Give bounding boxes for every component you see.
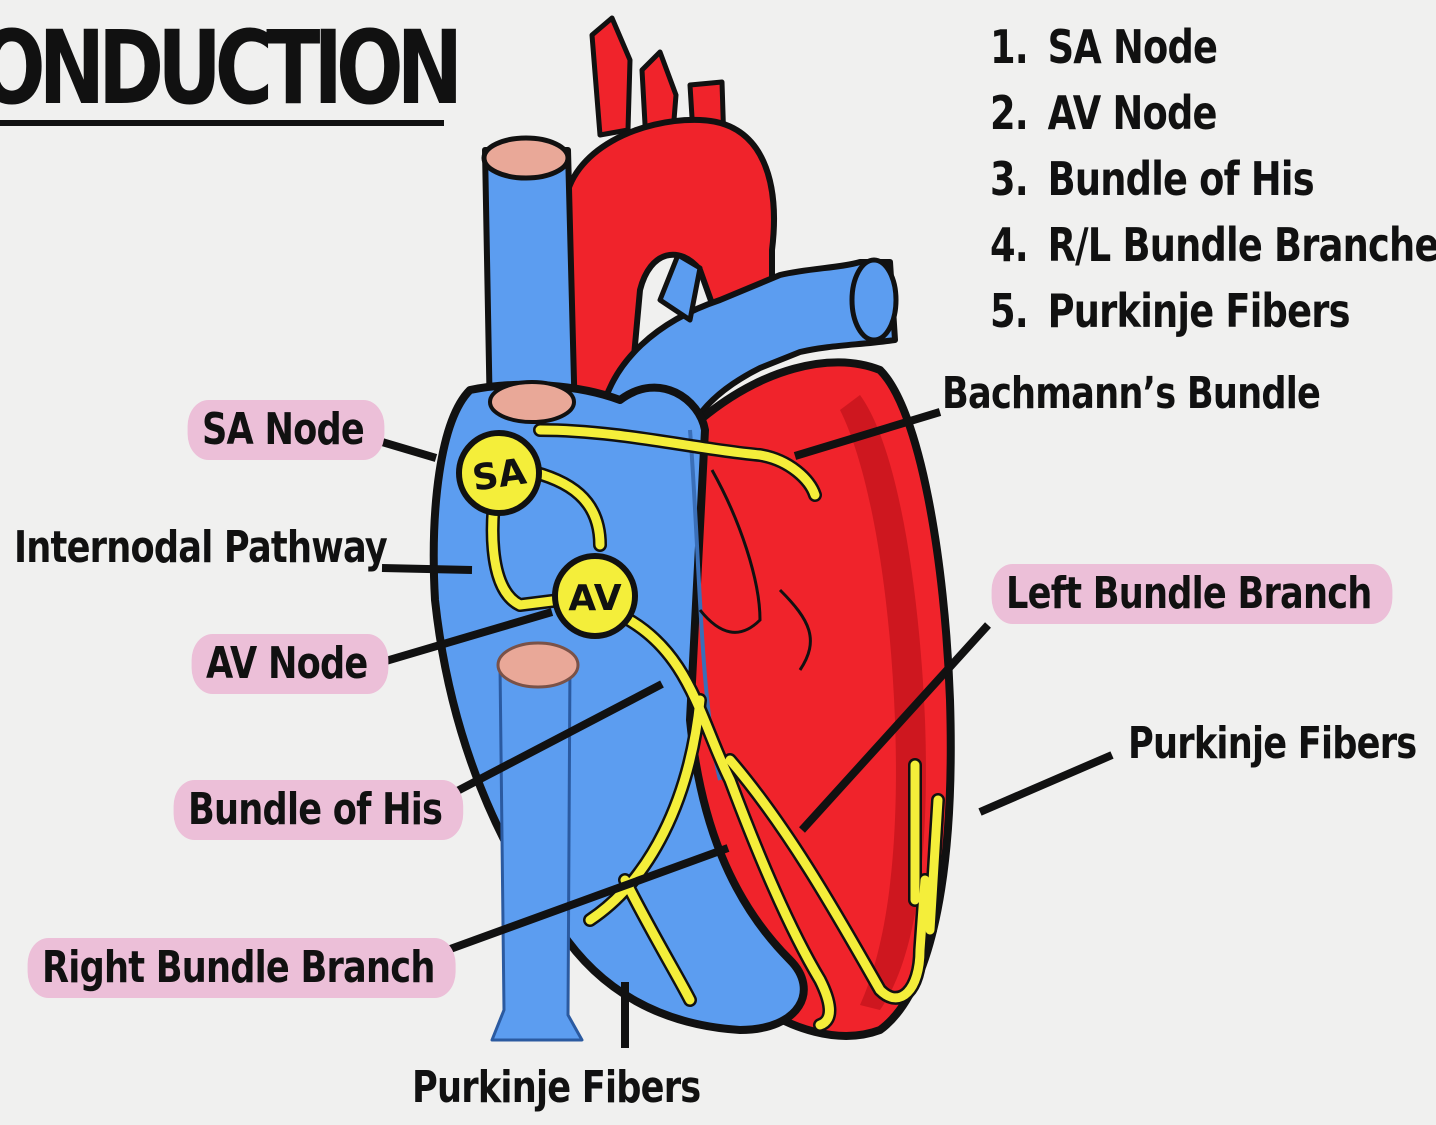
ivc-opening (496, 641, 580, 689)
conduction-steps-list: 1. SA Node 2. AV Node 3. Bundle of His 4. R/… (990, 14, 1436, 344)
step-label: R/L Bundle Branches (1047, 218, 1436, 272)
chordae-outline (778, 588, 812, 671)
internodal-leader (381, 564, 473, 574)
label-text: Bachmann’s Bundle (942, 368, 1321, 419)
label-text: Left Bundle Branch (1006, 568, 1372, 619)
purkinje-fiber-3 (620, 875, 695, 1005)
step-number: 5. (990, 284, 1029, 338)
av-node-text: AV (568, 578, 621, 619)
step-item: 4. R/L Bundle Branches (990, 212, 1436, 278)
step-item: 5. Purkinje Fibers (990, 278, 1436, 344)
label-text: AV Node (206, 638, 368, 689)
step-number: 4. (990, 218, 1029, 272)
label-text: Right Bundle Branch (42, 942, 435, 993)
mitral-valve-outline (698, 469, 762, 634)
step-item: 1. SA Node (990, 14, 1436, 80)
right-purkinje-path (585, 695, 705, 925)
av-node-marker: AV (552, 553, 638, 639)
left-bundle-leader (799, 622, 991, 833)
sa-node-text: SA (470, 451, 529, 499)
label-purkinje-fibers-bottom: Purkinje Fibers (412, 1066, 701, 1110)
bachmann-leader (793, 408, 942, 460)
label-text: Purkinje Fibers (412, 1062, 701, 1113)
step-number: 1. (990, 20, 1029, 74)
left-bundle-branch-path (725, 755, 930, 1003)
svc-lower-opening (488, 380, 576, 424)
label-text: Purkinje Fibers (1128, 718, 1417, 769)
bachmanns-bundle-path (535, 425, 820, 500)
right-bundle-leader (418, 844, 730, 964)
label-av-node: AV Node (191, 634, 389, 694)
left-ventricle-wall (840, 395, 926, 1010)
label-bachmanns-bundle: Bachmann’s Bundle (942, 372, 1321, 416)
step-label: Bundle of His (1047, 152, 1315, 206)
label-purkinje-fibers-right: Purkinje Fibers (1128, 722, 1417, 766)
step-item: 2. AV Node (990, 80, 1436, 146)
label-text: Bundle of His (188, 784, 443, 835)
inferior-vena-cava (490, 658, 584, 1042)
aorta (562, 116, 777, 413)
step-label: Purkinje Fibers (1047, 284, 1351, 338)
step-number: 3. (990, 152, 1029, 206)
label-text: Internodal Pathway (14, 522, 388, 573)
superior-vena-cava (482, 147, 578, 423)
label-bundle-of-his: Bundle of His (173, 780, 463, 840)
label-internodal-pathway: Internodal Pathway (14, 526, 388, 570)
page-title: ONDUCTION (0, 9, 463, 128)
right-bundle-branch-path (615, 610, 834, 1030)
bundle-his-leader (438, 680, 664, 804)
label-sa-node: SA Node (187, 400, 386, 460)
purkinje-right-leader (978, 751, 1114, 816)
step-number: 2. (990, 86, 1029, 140)
title-underline (0, 120, 444, 126)
pulmonary-opening (849, 257, 899, 343)
av-node-leader (360, 608, 554, 672)
label-right-bundle-branch: Right Bundle Branch (27, 938, 456, 998)
label-text: SA Node (202, 404, 365, 455)
leader-lines (360, 408, 1114, 1048)
label-left-bundle-branch: Left Bundle Branch (991, 564, 1393, 624)
step-label: AV Node (1047, 86, 1218, 140)
svc-opening (481, 135, 571, 181)
sa-node-marker: SA (456, 430, 542, 516)
pulmonary-branch (657, 252, 703, 323)
purkinje-fiber-2 (925, 795, 943, 935)
step-label: SA Node (1047, 20, 1218, 74)
step-item: 3. Bundle of His (990, 146, 1436, 212)
